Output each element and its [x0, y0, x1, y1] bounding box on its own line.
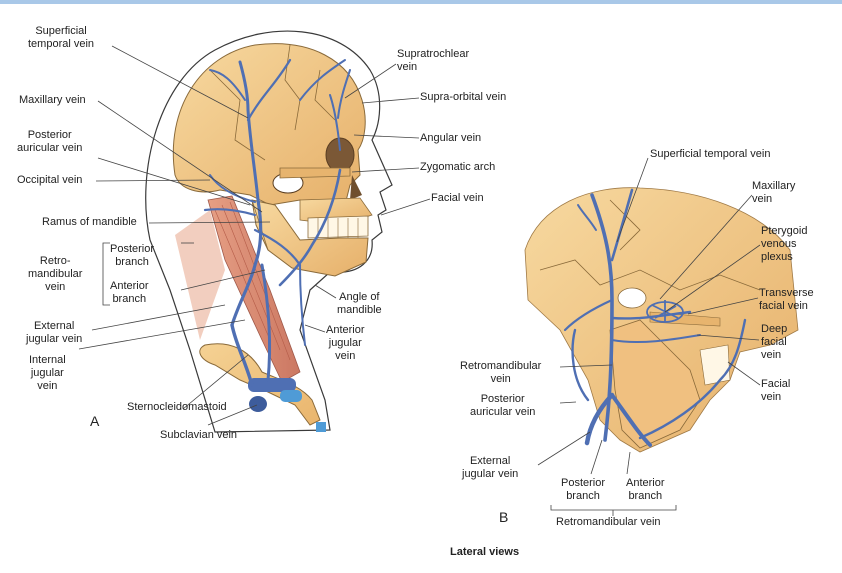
label-pterygoid-venous-plexus: Pterygoid venous plexus: [761, 225, 808, 263]
label-maxillary-vein-b: Maxillary vein: [752, 180, 796, 205]
label-posterior-auricular-vein-b: Posterior auricular vein: [470, 393, 536, 418]
label-facial-vein-a: Facial vein: [431, 192, 484, 204]
label-retromandibular-vein-bottom: Retromandibular vein: [556, 516, 661, 528]
label-sternocleidomastoid: Sternocleidomastoid: [127, 401, 227, 413]
panel-a-letter: A: [90, 413, 100, 429]
label-retromandibular-vein-a: Retro- mandibular vein: [28, 255, 83, 293]
panel-b-illustration: [524, 187, 799, 453]
label-occipital-vein-a: Occipital vein: [17, 174, 83, 186]
label-anterior-jugular-vein: Anterior jugular vein: [326, 324, 365, 362]
label-angle-of-mandible: Angle of mandible: [337, 291, 382, 316]
leader-lines: [78, 45, 761, 516]
panel-b-letter: B: [499, 509, 509, 525]
label-superficial-temporal-vein-a: Superficial temporal vein: [28, 25, 95, 50]
label-facial-vein-b: Facial vein: [761, 378, 791, 403]
label-internal-jugular-vein: Internal jugular vein: [29, 354, 66, 392]
label-external-jugular-vein-a: External jugular vein: [26, 320, 83, 345]
label-posterior-branch-b: Posterior branch: [561, 477, 606, 502]
label-deep-facial-vein: Deep facial vein: [761, 323, 788, 361]
mandible: [251, 199, 369, 277]
label-ramus-of-mandible: Ramus of mandible: [42, 216, 137, 228]
top-accent-bar: [0, 0, 842, 4]
label-retromandibular-vein-b: Retromandibular vein: [460, 360, 542, 385]
panel-a-illustration: [145, 30, 393, 433]
label-anterior-branch-b: Anterior branch: [626, 477, 665, 502]
head-silhouette: [145, 30, 393, 433]
label-maxillary-vein-a: Maxillary vein: [19, 94, 86, 106]
figure-caption: Lateral views: [450, 546, 520, 558]
label-transverse-facial-vein: Transverse facial vein: [759, 287, 814, 312]
label-supratrochlear-vein: Supratrochlear vein: [397, 48, 470, 73]
label-subclavian-vein: Subclavian vein: [160, 429, 238, 441]
label-anterior-branch-a: Anterior branch: [110, 280, 149, 305]
label-supraorbital-vein: Supra-orbital vein: [420, 91, 507, 103]
label-angular-vein: Angular vein: [420, 132, 482, 144]
label-posterior-auricular-vein-a: Posterior auricular vein: [17, 129, 83, 154]
label-superficial-temporal-vein-b: Superficial temporal vein: [650, 148, 771, 160]
mandible-b: [609, 319, 701, 449]
label-zygomatic-arch: Zygomatic arch: [420, 161, 496, 173]
label-external-jugular-vein-b: External jugular vein: [462, 455, 519, 480]
label-posterior-branch-a: Posterior branch: [110, 243, 155, 268]
